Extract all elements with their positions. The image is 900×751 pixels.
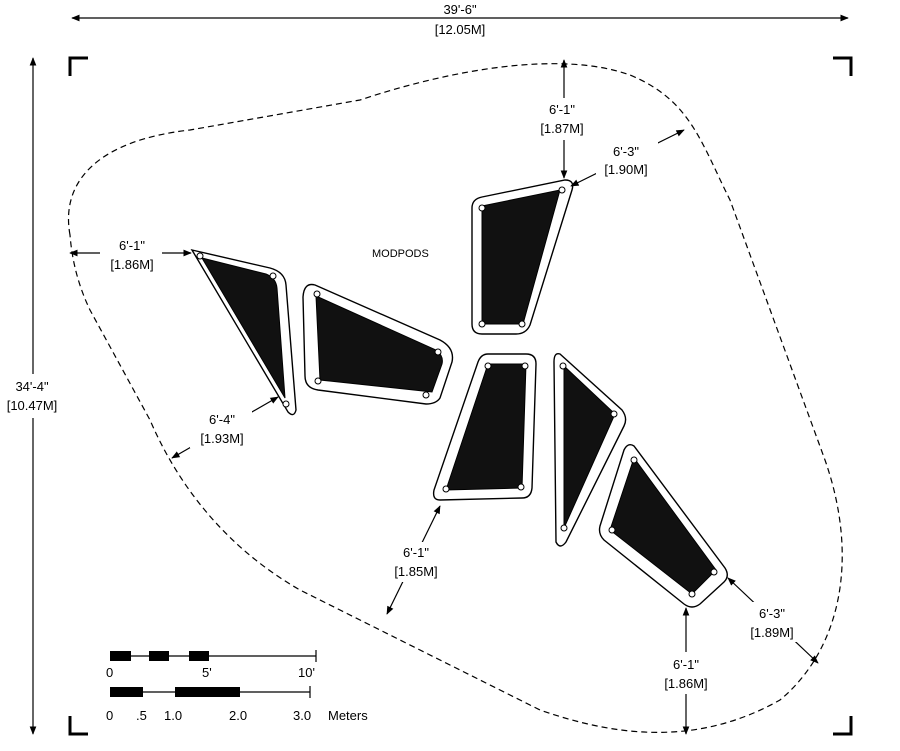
- svg-text:[1.89M]: [1.89M]: [750, 625, 793, 640]
- svg-text:[1.93M]: [1.93M]: [200, 431, 243, 446]
- scale-feet-5: 5': [202, 665, 212, 680]
- svg-text:[1.86M]: [1.86M]: [110, 257, 153, 272]
- pod-6: [598, 443, 728, 608]
- svg-text:[1.90M]: [1.90M]: [604, 162, 647, 177]
- scale-m-2: 2.0: [229, 708, 247, 723]
- clearance-top-right: 6'-3" [1.90M]: [570, 129, 685, 187]
- scale-feet-10: 10': [298, 665, 315, 680]
- scale-m-05: .5: [136, 708, 147, 723]
- svg-text:6'-1": 6'-1": [549, 102, 575, 117]
- svg-text:6'-3": 6'-3": [613, 144, 639, 159]
- svg-text:[1.87M]: [1.87M]: [540, 121, 583, 136]
- overall-width-dimension: 39'-6" [12.05M]: [71, 2, 849, 37]
- scale-bar-feet: 0 5' 10': [106, 650, 317, 680]
- svg-text:6'-4": 6'-4": [209, 412, 235, 427]
- pod-1: [190, 248, 297, 416]
- svg-text:[1.86M]: [1.86M]: [664, 676, 707, 691]
- overall-height-m: [10.47M]: [7, 398, 58, 413]
- clearance-left: 6'-1" [1.86M]: [69, 236, 192, 276]
- pod-3: [471, 179, 574, 335]
- clearance-lower-left: 6'-4" [1.93M]: [171, 396, 279, 459]
- scale-m-unit: Meters: [328, 708, 368, 723]
- scale-m-1: 1.0: [164, 708, 182, 723]
- corner-marks: [68, 56, 853, 736]
- scale-m-3: 3.0: [293, 708, 311, 723]
- svg-text:6'-3": 6'-3": [759, 606, 785, 621]
- pod-4: [432, 353, 537, 501]
- overall-height-dimension: 34'-4" [10.47M]: [2, 57, 64, 735]
- modpods-label: MODPODS: [372, 248, 429, 260]
- clearance-bottom-center: 6'-1" [1.85M]: [386, 505, 448, 615]
- scale-feet-0: 0: [106, 665, 113, 680]
- scale-bar-meters: 0 .5 1.0 2.0 3.0 Meters: [106, 686, 368, 723]
- scale-m-0: 0: [106, 708, 113, 723]
- overall-width-m: [12.05M]: [435, 22, 486, 37]
- svg-text:6'-1": 6'-1": [673, 657, 699, 672]
- clearance-top: 6'-1" [1.87M]: [528, 59, 598, 179]
- use-zone-boundary: [68, 63, 843, 733]
- overall-height-ft: 34'-4": [15, 379, 49, 394]
- svg-text:[1.85M]: [1.85M]: [394, 564, 437, 579]
- pod-2: [302, 283, 454, 405]
- overall-width-ft: 39'-6": [443, 2, 477, 17]
- svg-text:6'-1": 6'-1": [403, 545, 429, 560]
- clearance-bottom: 6'-1" [1.86M]: [652, 607, 720, 735]
- pod-5: [553, 352, 627, 547]
- clearance-bottom-right: 6'-3" [1.89M]: [727, 577, 819, 664]
- svg-text:6'-1": 6'-1": [119, 238, 145, 253]
